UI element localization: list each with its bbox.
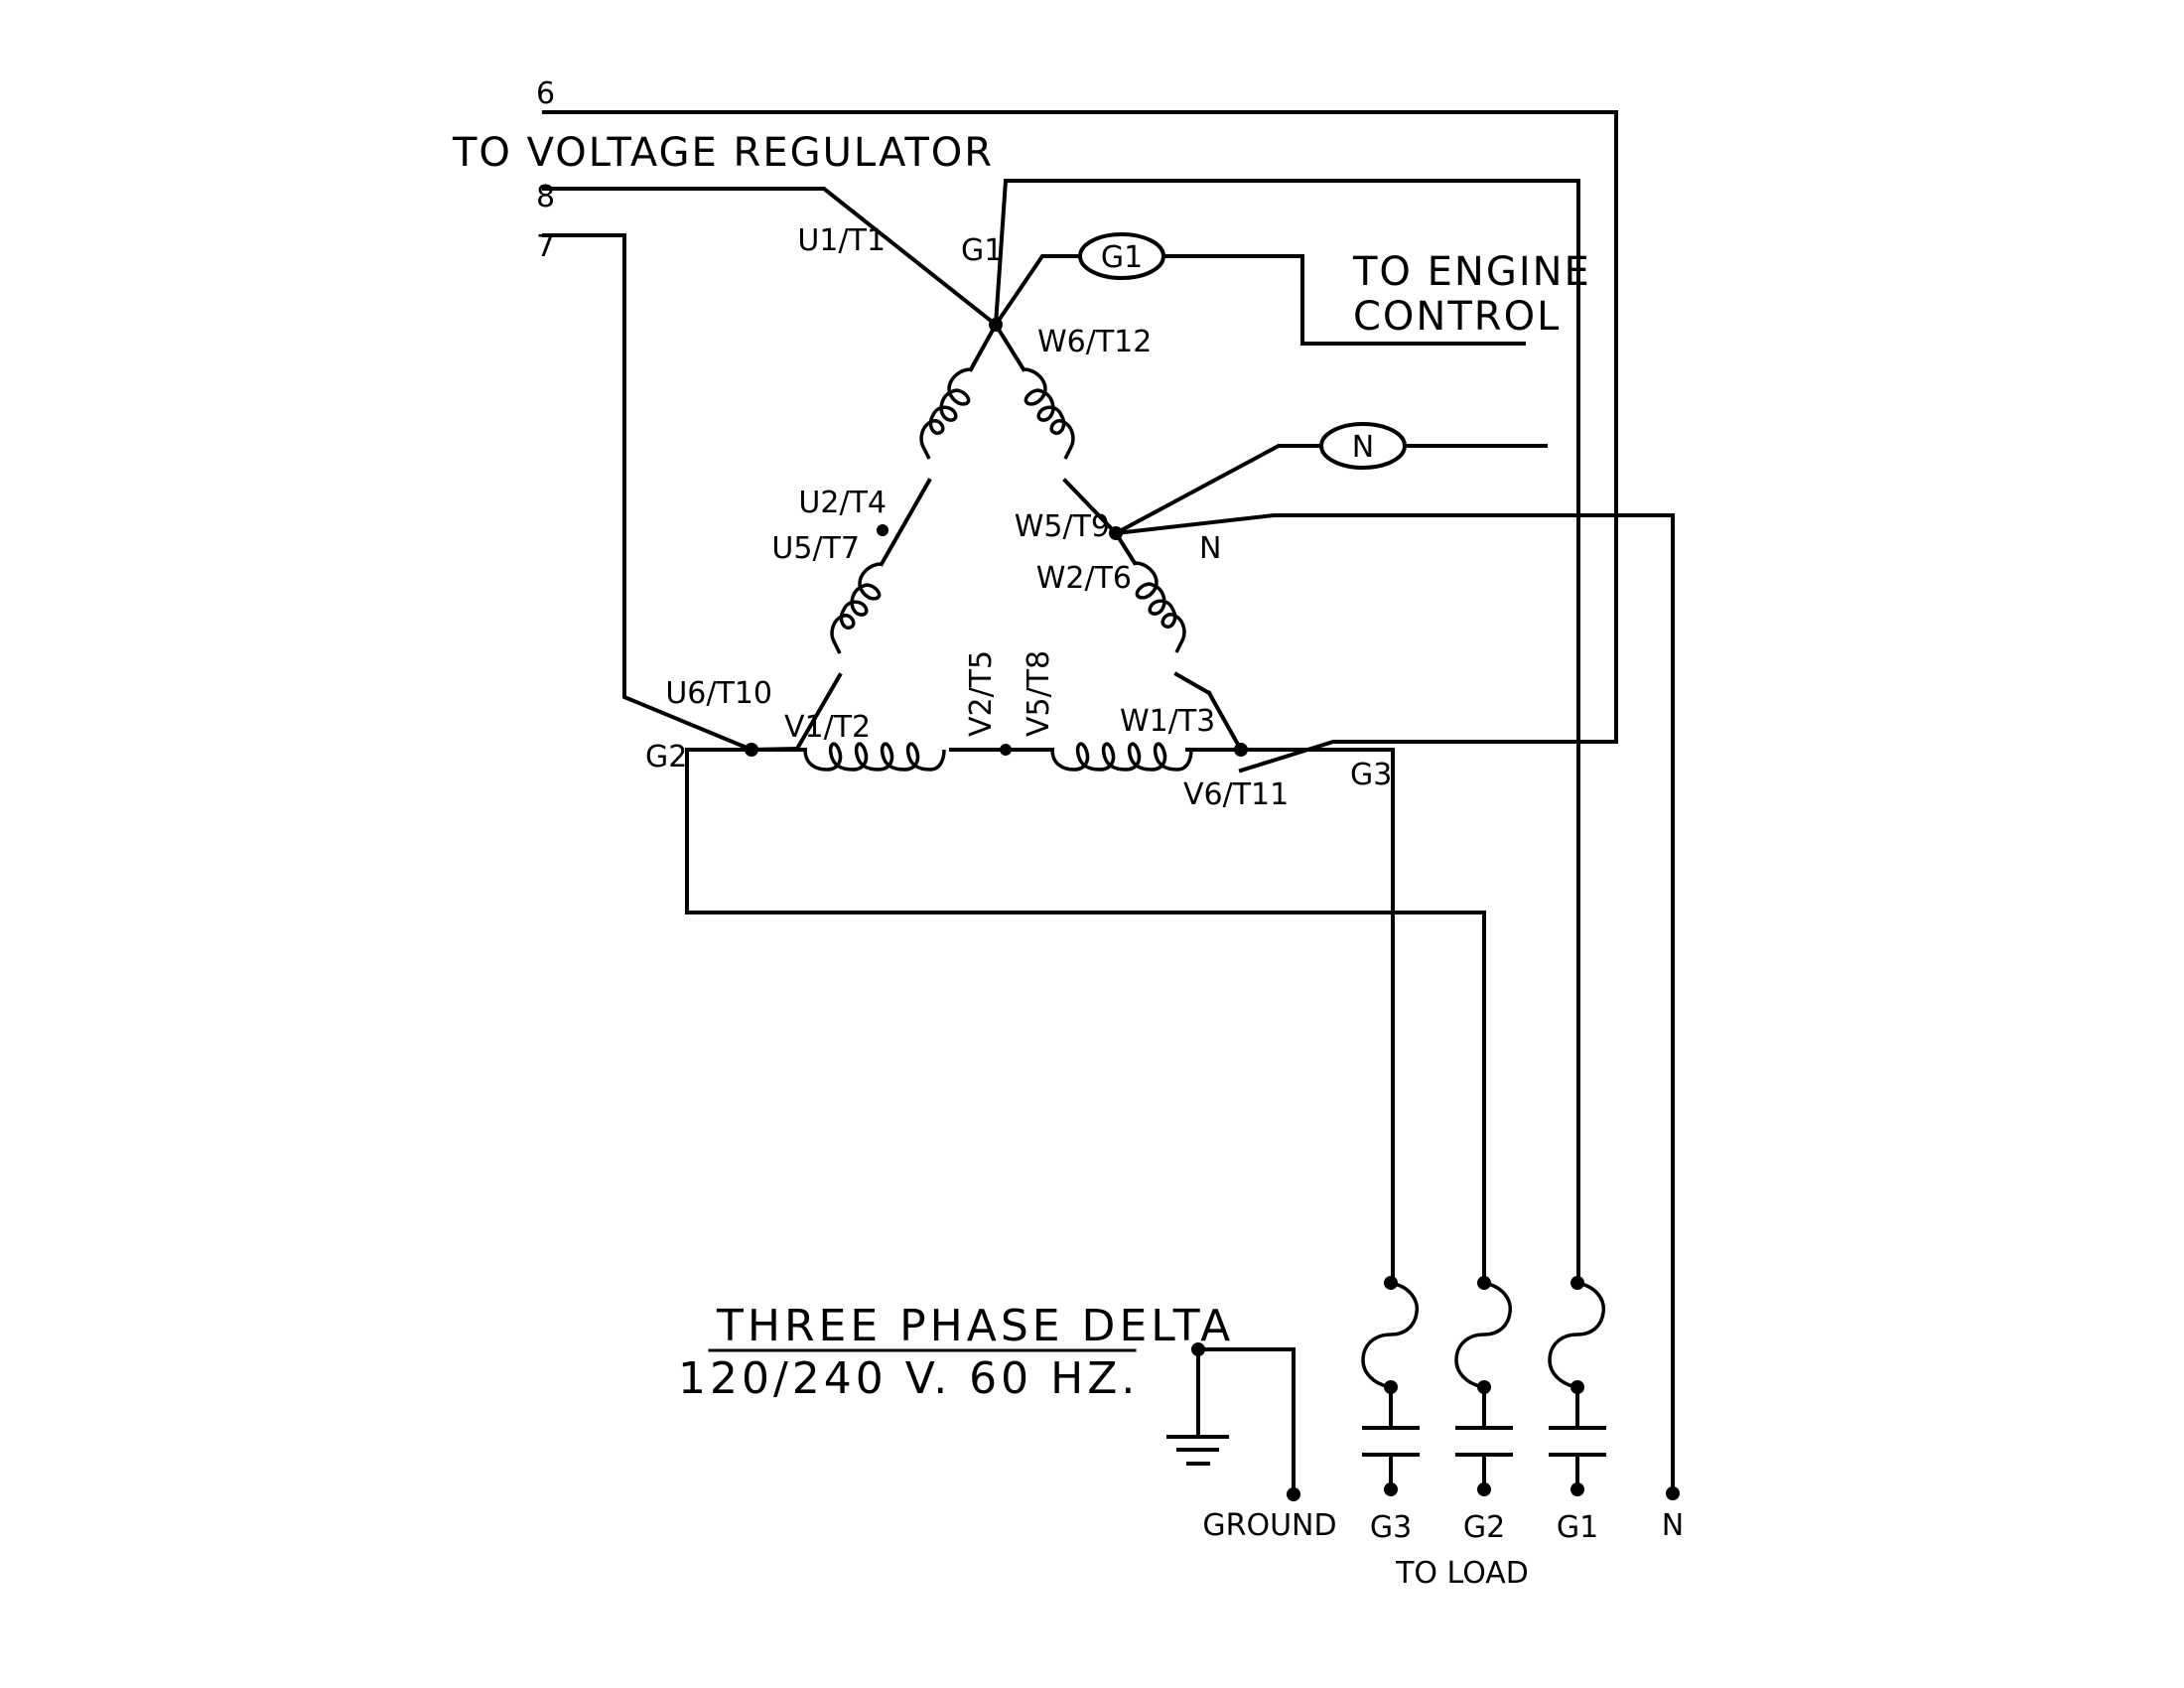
- v1t2-label: V1/T2: [784, 710, 871, 745]
- engine-control-line1: TO ENGINE: [1352, 249, 1591, 295]
- diagram-rating: 120/240 V. 60 HZ.: [678, 1353, 1139, 1404]
- engine-control-wire: [1161, 254, 1526, 346]
- u1-w6-node: [989, 318, 1003, 332]
- fuse-top-dot: [1477, 1276, 1491, 1290]
- g2-load-wire: [685, 748, 1486, 1285]
- lead-6-wire: [542, 110, 1618, 774]
- n-meter-wire: [1113, 444, 1323, 536]
- g1-meter-wire: [993, 254, 1082, 328]
- g3-load-wire: [1239, 748, 1395, 1285]
- lead-7-wire: [542, 233, 754, 753]
- u-coil-upper: [919, 367, 972, 460]
- u1t1-label: U1/T1: [797, 223, 886, 258]
- fuse-icon: [1548, 1281, 1606, 1389]
- engine-control-line2: CONTROL: [1353, 294, 1561, 340]
- u2-u5-node: [877, 524, 888, 536]
- n-load-wire: [1113, 513, 1675, 1495]
- fuse-bank: [1361, 1276, 1606, 1496]
- g3-node-label: G3: [1350, 758, 1392, 792]
- g1-meter-label: G1: [1101, 240, 1143, 275]
- v-coil-left: [803, 742, 946, 772]
- to-load-label: TO LOAD: [1395, 1556, 1529, 1591]
- lead-7-label: 7: [536, 229, 555, 264]
- load-terminal-dot: [1570, 1482, 1584, 1496]
- ground-connection: [1166, 1342, 1300, 1501]
- w5t9-label: W5/T9: [1015, 509, 1110, 544]
- ground-wire: [1196, 1347, 1296, 1496]
- g1-load-wire: [993, 179, 1580, 1285]
- fuse-contact-g2: [1454, 1276, 1513, 1496]
- n-terminal: [1666, 1486, 1680, 1500]
- lead-8-wire: [542, 187, 999, 328]
- load-terminal-g3: G3: [1370, 1510, 1412, 1545]
- u6t10-label: U6/T10: [665, 676, 772, 711]
- v5t8-label: V5/T8: [1022, 650, 1056, 737]
- ground-terminal: [1287, 1487, 1300, 1501]
- w2t6-label: W2/T6: [1036, 561, 1132, 596]
- fuse-icon: [1361, 1281, 1420, 1389]
- lead-6-label: 6: [536, 76, 555, 111]
- w-coil-upper: [1023, 367, 1075, 460]
- v2-v5-node: [1000, 744, 1012, 756]
- fuse-contact-g1: [1548, 1276, 1606, 1496]
- u5t7-label: U5/T7: [771, 531, 860, 566]
- u2t4-label: U2/T4: [798, 486, 887, 520]
- u-coil-lower: [830, 562, 883, 654]
- diagram-title: THREE PHASE DELTA: [716, 1301, 1234, 1351]
- v-coil-right: [1050, 742, 1193, 772]
- w6t12-label: W6/T12: [1037, 325, 1152, 359]
- w1t3-label: W1/T3: [1120, 704, 1215, 739]
- fuse-top-dot: [1570, 1276, 1584, 1290]
- voltage-regulator-label: TO VOLTAGE REGULATOR: [452, 130, 994, 176]
- n-wire-label: N: [1199, 531, 1221, 566]
- load-terminal-dot: [1477, 1482, 1491, 1496]
- fuse-contact-g3: [1361, 1276, 1420, 1496]
- w-phase-winding: [993, 322, 1244, 753]
- n-meter-label: N: [1352, 430, 1374, 465]
- fuse-top-dot: [1384, 1276, 1398, 1290]
- v2t5-label: V2/T5: [964, 650, 999, 737]
- g1-node-label: G1: [961, 233, 1003, 268]
- ground-icon: [1166, 1435, 1229, 1466]
- ground-label: GROUND: [1202, 1508, 1336, 1543]
- load-terminal-g2: G2: [1463, 1510, 1505, 1545]
- w-coil-lower: [1134, 561, 1186, 653]
- lead-8-label: 8: [536, 180, 555, 214]
- v6t11-label: V6/T11: [1183, 777, 1289, 812]
- v-phase-winding: [750, 742, 1243, 772]
- load-terminal-n: N: [1662, 1508, 1684, 1543]
- load-terminal-dot: [1384, 1482, 1398, 1496]
- fuse-icon: [1454, 1281, 1513, 1389]
- load-terminal-g1: G1: [1557, 1510, 1598, 1545]
- g2-node-label: G2: [645, 740, 687, 774]
